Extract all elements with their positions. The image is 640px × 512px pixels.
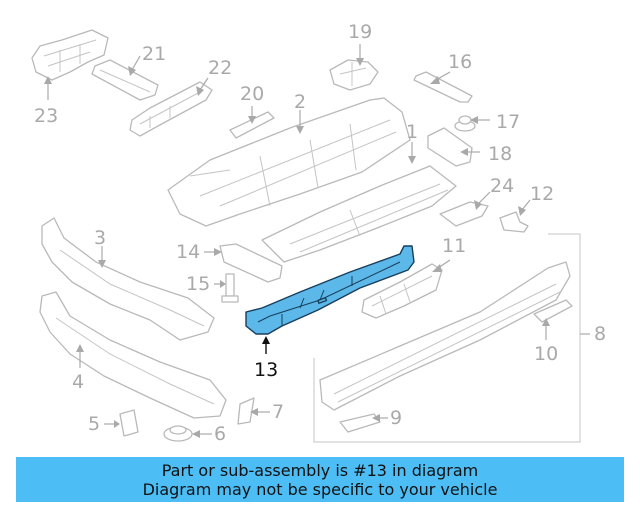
banner-line-part: Part or sub-assembly is #13 in diagram (161, 461, 479, 480)
callout-1: 1 (406, 121, 418, 143)
callout-16: 16 (448, 51, 472, 73)
leader-lines (44, 44, 590, 438)
callout-10: 10 (534, 343, 558, 365)
part-12-bracket[interactable] (499, 211, 529, 233)
callout-11: 11 (442, 235, 466, 257)
callout-13: 13 (254, 359, 278, 381)
callout-22: 22 (208, 57, 232, 79)
part-18-panel[interactable] (427, 127, 473, 167)
part-4-crossmember[interactable] (39, 291, 227, 419)
banner-line-disclaimer: Diagram may not be specific to your vehi… (142, 480, 498, 499)
callout-8: 8 (594, 323, 606, 345)
part-19-bracket[interactable] (329, 59, 379, 91)
part-1-rear-floor[interactable] (261, 165, 457, 263)
callout-17: 17 (496, 111, 520, 133)
part-23-bracket[interactable] (31, 29, 109, 81)
callout-21: 21 (142, 43, 166, 65)
callout-15: 15 (186, 273, 210, 295)
part-5-bracket[interactable] (119, 409, 139, 437)
callout-20: 20 (240, 83, 264, 105)
callout-3: 3 (94, 227, 106, 249)
part-24-panel[interactable] (439, 201, 489, 227)
part-15-bolt[interactable] (221, 273, 239, 303)
callout-5: 5 (88, 413, 100, 435)
callout-9: 9 (390, 407, 402, 429)
part-8-rocker[interactable] (319, 261, 571, 411)
part-14-bracket[interactable] (219, 243, 283, 283)
part-11-reinforcement[interactable] (361, 263, 443, 319)
part-8-group-box (313, 233, 581, 443)
callout-2: 2 (294, 91, 306, 113)
part-7-bracket[interactable] (237, 397, 255, 425)
part-22-bracket[interactable] (129, 81, 213, 137)
callout-7: 7 (272, 401, 284, 423)
parts-diagram: 23 21 22 20 2 19 16 17 18 1 24 12 3 14 1… (31, 21, 606, 445)
part-13-side-member[interactable] (245, 245, 415, 335)
callout-19: 19 (348, 21, 372, 43)
part-9-bracket[interactable] (339, 413, 381, 433)
part-6-plug[interactable] (163, 425, 193, 442)
part-10-bracket[interactable] (533, 299, 573, 323)
info-banner: Part or sub-assembly is #13 in diagram D… (16, 457, 624, 502)
callout-18: 18 (488, 143, 512, 165)
callout-4: 4 (72, 371, 84, 393)
part-21-bar[interactable] (91, 59, 159, 101)
callout-14: 14 (176, 241, 200, 263)
callout-23: 23 (34, 105, 58, 127)
part-20-strip[interactable] (229, 111, 275, 139)
callout-12: 12 (530, 183, 554, 205)
callout-24: 24 (490, 175, 514, 197)
part-3-crossmember[interactable] (41, 217, 215, 341)
callout-labels: 23 21 22 20 2 19 16 17 18 1 24 12 3 14 1… (34, 21, 606, 445)
part-2-floor-pan[interactable] (167, 97, 411, 227)
callout-6: 6 (214, 423, 226, 445)
part-16-strip[interactable] (413, 71, 473, 103)
part-17-grommet[interactable] (454, 115, 476, 132)
